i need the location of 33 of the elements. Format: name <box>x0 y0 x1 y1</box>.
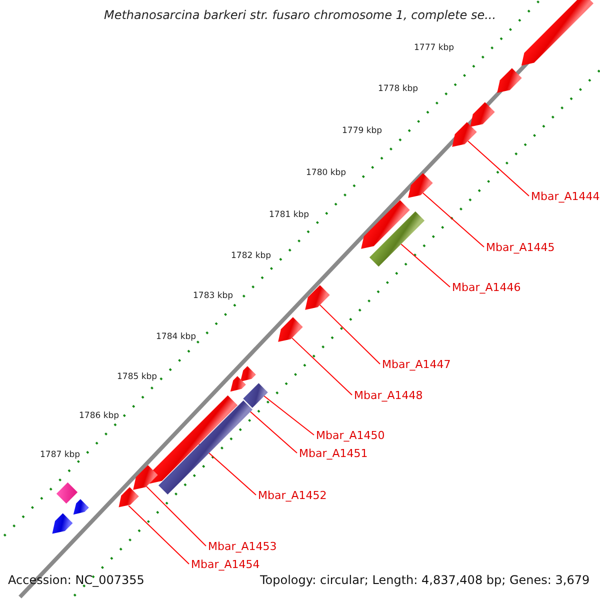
scale-label: 1785 kbp <box>117 372 158 382</box>
gene-label: Mbar_A1447 <box>381 358 452 371</box>
scale-label: 1782 kbp <box>231 251 272 261</box>
scale-label: 1783 kbp <box>193 291 234 301</box>
scale-label: 1786 kbp <box>79 411 120 421</box>
leader-line <box>467 140 530 196</box>
scale-label: 1787 kbp <box>40 450 80 460</box>
gene-label: Mbar_A1454 <box>190 558 261 571</box>
gene-label: Mbar_A1451 <box>298 447 369 460</box>
scale-label: 1779 kbp <box>342 126 382 136</box>
leader-line <box>146 486 206 546</box>
gene-label: Mbar_A1444 <box>530 190 600 203</box>
footer-text: Topology: circular; Length: 4,837,408 bp; Genes: 3,679 <box>260 573 590 587</box>
scale-label: 1780 kbp <box>306 168 346 178</box>
scale-label: 1777 kbp <box>414 43 454 53</box>
leader-line <box>400 244 450 288</box>
gene-label: Mbar_A1453 <box>207 540 278 553</box>
leader-line <box>249 410 298 454</box>
leader-line <box>263 395 314 436</box>
footer-text: Accession: NC_007355 <box>8 573 144 587</box>
chart-title: Methanosarcina barkeri str. fusaro chromosome 1, complete se... <box>102 8 498 22</box>
leader-line <box>128 505 190 564</box>
gene-label: Mbar_A1450 <box>315 429 386 442</box>
leader-line <box>319 304 380 364</box>
scale-label: 1778 kbp <box>378 84 418 94</box>
gene-label: Mbar_A1448 <box>353 389 424 402</box>
gene-label: Mbar_A1445 <box>485 241 556 254</box>
leader-line <box>291 337 352 396</box>
leader-line <box>422 192 484 248</box>
scale-label: 1784 kbp <box>156 332 196 342</box>
scale-label: 1781 kbp <box>269 210 310 220</box>
gene-label: Mbar_A1452 <box>257 489 328 502</box>
gene-label: Mbar_A1446 <box>451 281 522 294</box>
